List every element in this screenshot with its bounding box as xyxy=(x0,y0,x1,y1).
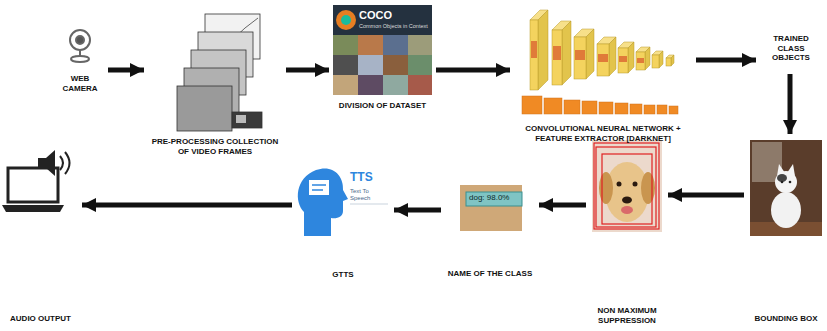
image-text: Text To Speech xyxy=(350,188,390,202)
coco-image xyxy=(333,5,432,95)
video-frames xyxy=(177,14,262,131)
stage-caption: NAME OF THE CLASS xyxy=(445,269,535,279)
flow-arrow xyxy=(82,203,292,208)
class-label-photo xyxy=(460,185,522,231)
pipeline-stage: COCOCommon Objects in ContextDIVISION OF… xyxy=(333,5,432,115)
tts-head-icon xyxy=(298,165,390,238)
pipeline-stage: dog: 98.0% NAME OF THE CLASS xyxy=(445,183,535,281)
pipeline-stage: BOUNDING BOX xyxy=(748,138,824,326)
image-text: COCO xyxy=(359,9,419,22)
flow-arrow xyxy=(696,58,756,63)
flow-arrow xyxy=(108,68,144,73)
flow-arrow xyxy=(394,208,441,213)
image-text: TTS xyxy=(350,170,390,184)
flow-arrow xyxy=(788,74,793,134)
stage-caption: AUDIO OUTPUT xyxy=(3,314,78,324)
webcam-icon xyxy=(70,30,90,62)
flow-arrow xyxy=(436,68,510,73)
pipeline-stage: CONVOLUTIONAL NEURAL NETWORK + FEATURE E… xyxy=(514,2,692,152)
stage-caption: TRAINED CLASS OBJECTS xyxy=(760,34,822,63)
stage-caption: GTTS xyxy=(296,270,390,280)
nms-dog-photo xyxy=(592,140,662,232)
pipeline-stage: NON MAXIMUM SUPPRESSION xyxy=(590,138,664,327)
image-text: Common Objects in Context xyxy=(359,23,431,30)
stage-caption: NON MAXIMUM SUPPRESSION xyxy=(590,306,664,325)
pipeline-stage: AUDIO OUTPUT xyxy=(3,148,78,326)
flow-arrow xyxy=(286,68,329,73)
flow-arrow xyxy=(668,193,744,198)
flow-arrow xyxy=(539,203,586,208)
pipeline-stage: PRE-PROCESSING COLLECTION OF VIDEO FRAME… xyxy=(148,12,282,162)
pipeline-stage: TTS Text To SpeechGTTS xyxy=(296,165,390,282)
pipeline-stage: WEB CAMERA xyxy=(56,28,104,95)
stage-caption: CONVOLUTIONAL NEURAL NETWORK + FEATURE E… xyxy=(514,124,692,143)
stage-caption: BOUNDING BOX xyxy=(748,314,824,324)
cnn-layers xyxy=(522,10,678,114)
stage-caption: DIVISION OF DATASET xyxy=(333,101,432,111)
audio-output-icon xyxy=(2,150,70,212)
pipeline-stage: TRAINED CLASS OBJECTS xyxy=(760,34,822,70)
stage-caption: WEB CAMERA xyxy=(56,74,104,93)
cat-photo xyxy=(750,140,822,236)
stage-caption: PRE-PROCESSING COLLECTION OF VIDEO FRAME… xyxy=(148,137,282,156)
image-text: dog: 98.0% xyxy=(469,193,521,203)
